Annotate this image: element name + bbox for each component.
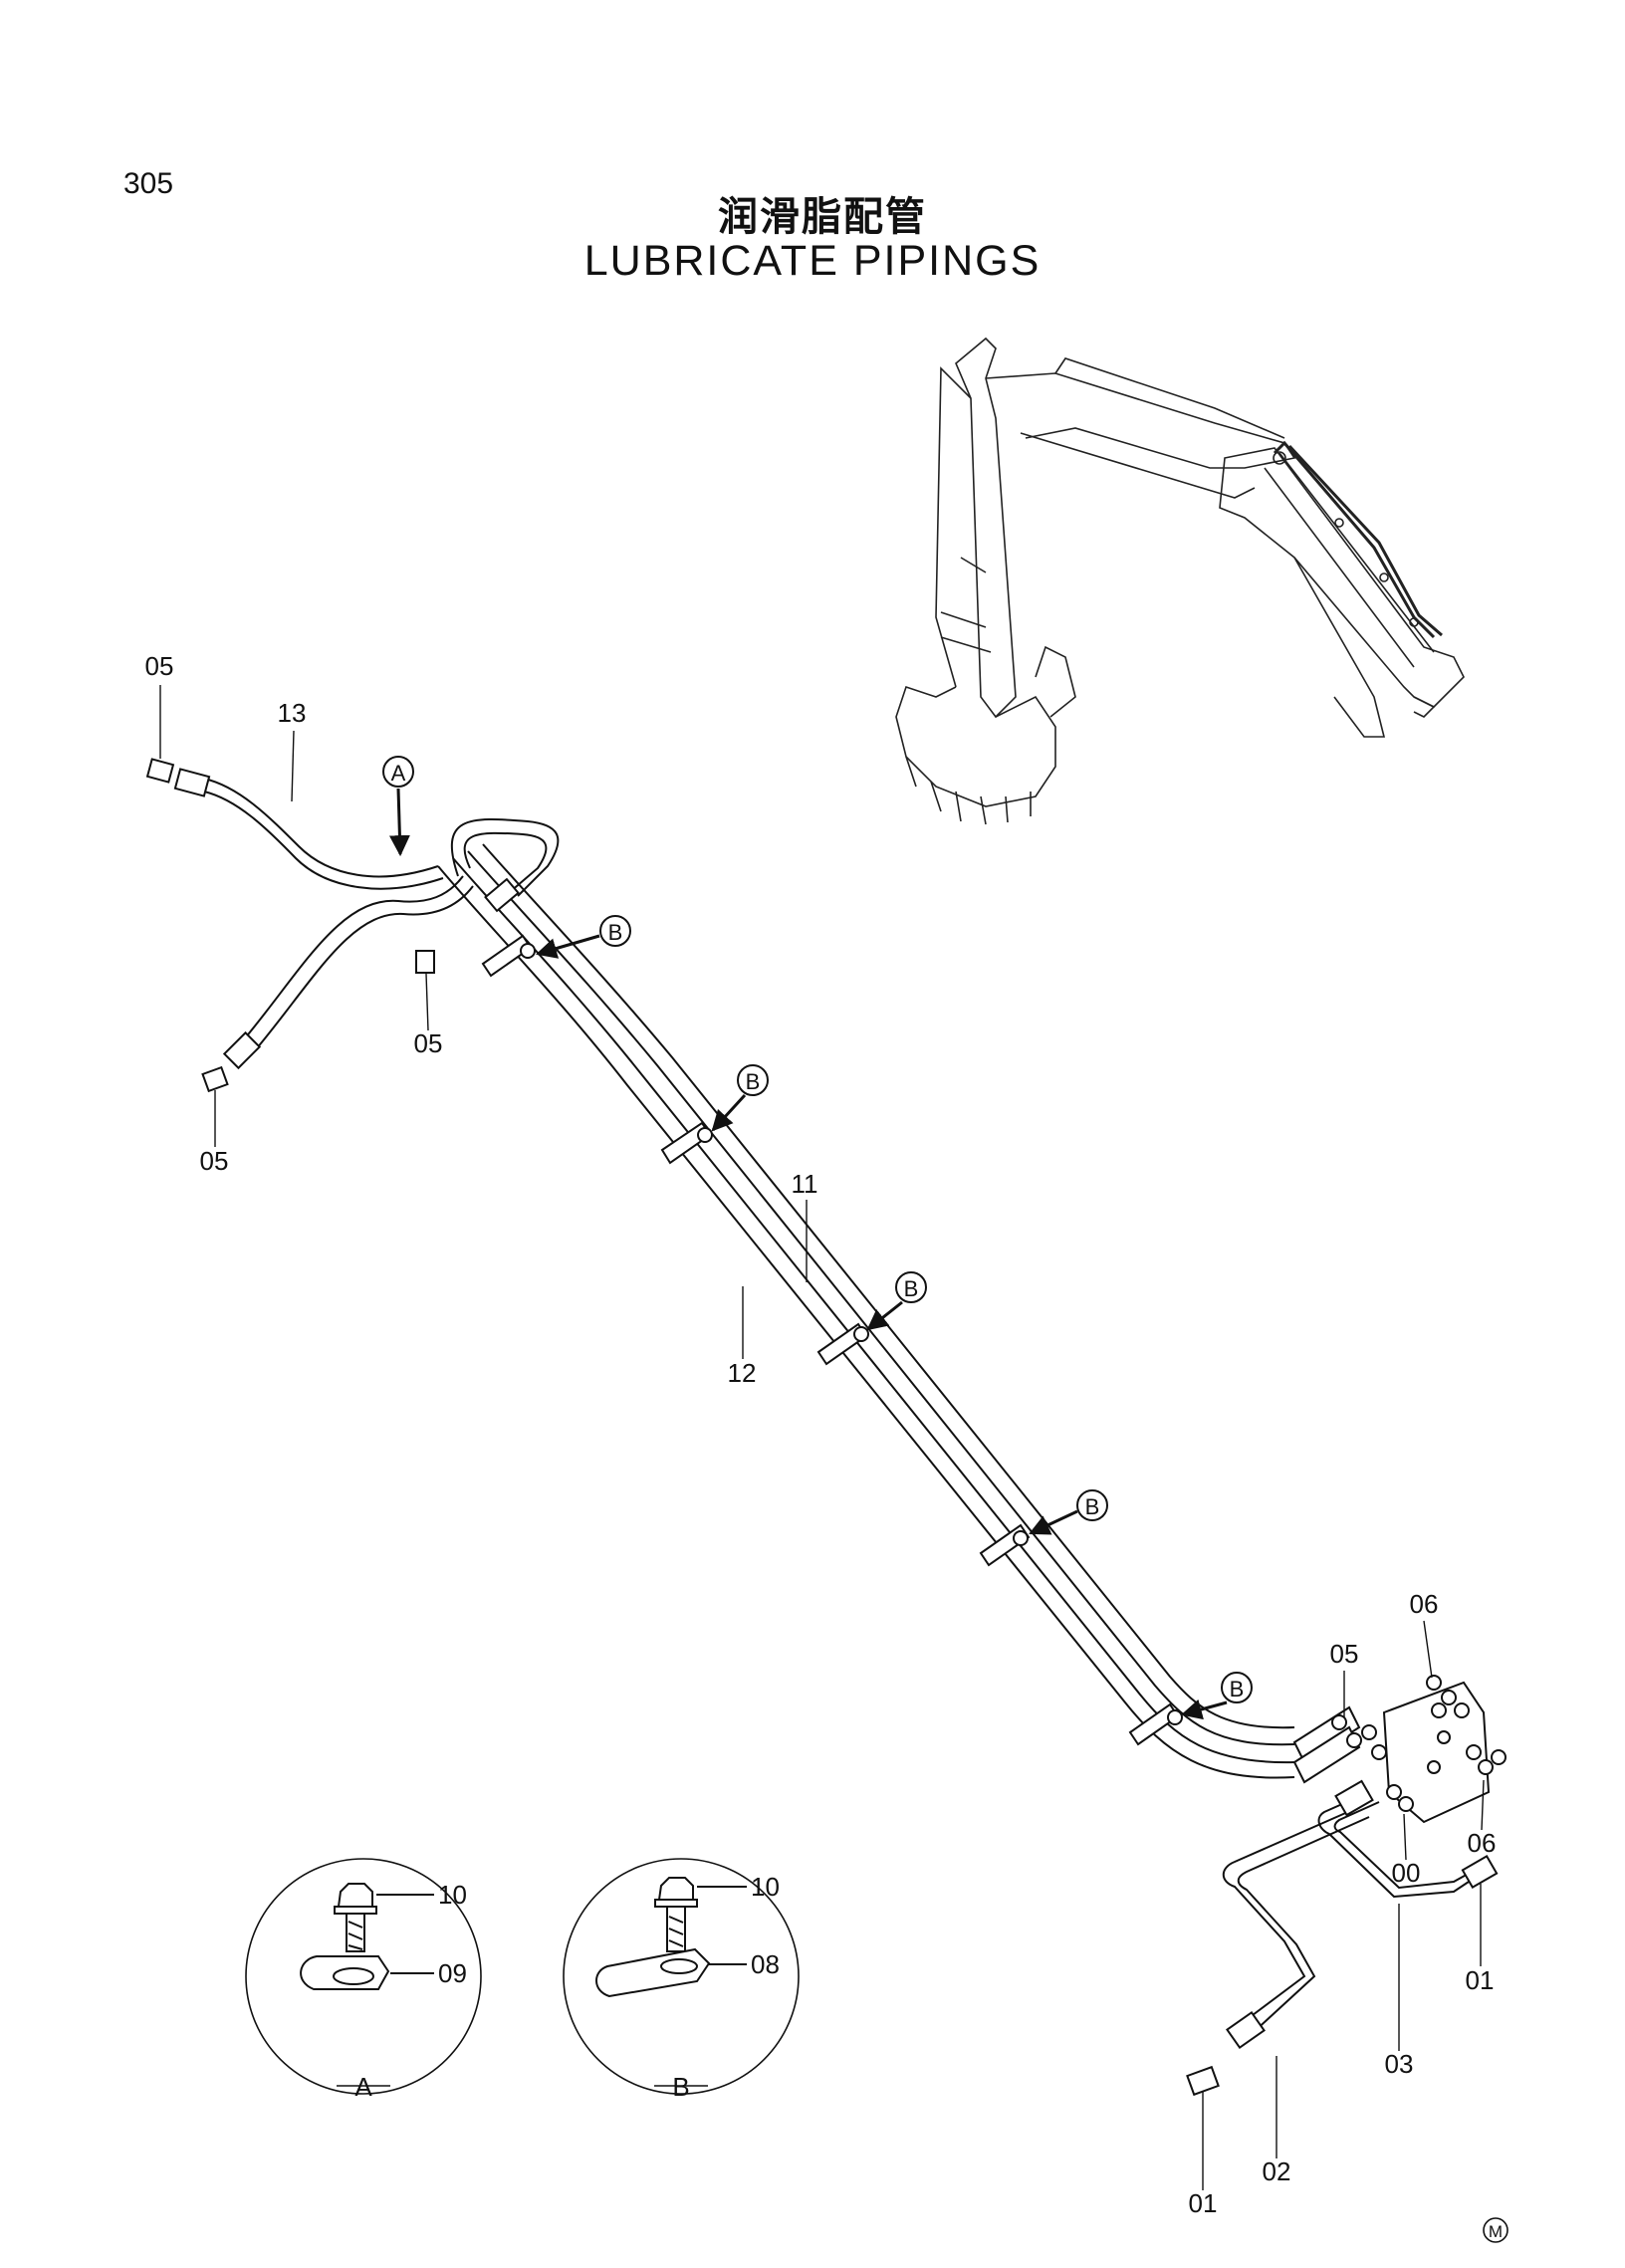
detail-view-b: 10 08 B (563, 1858, 800, 2102)
label-05-mid: 05 (414, 1028, 443, 1058)
svg-text:A: A (391, 761, 406, 786)
upper-hoses (173, 768, 560, 1070)
callout-b-2: B (711, 1064, 769, 1132)
svg-text:B: B (904, 1276, 919, 1301)
label-06-right: 06 (1468, 1828, 1497, 1858)
label-10-b: 10 (751, 1872, 780, 1902)
callout-a: A (382, 756, 414, 857)
label-03: 03 (1385, 2049, 1414, 2079)
lower-pipes (1222, 1791, 1473, 2034)
pipe-bundle (437, 843, 1295, 1779)
label-01-bottom: 01 (1189, 2188, 1218, 2218)
title-chinese: 润滑脂配管 (718, 194, 927, 240)
label-05-right: 05 (1330, 1639, 1359, 1669)
grease-fittings (145, 758, 435, 1093)
svg-text:B: B (1230, 1677, 1245, 1701)
callout-b-4: B (1029, 1489, 1108, 1535)
svg-text:B: B (1085, 1494, 1100, 1519)
callout-b-1: B (535, 915, 631, 959)
bundle-clamps (481, 934, 1183, 1746)
label-10-a: 10 (438, 1880, 467, 1910)
svg-text:B: B (746, 1069, 761, 1094)
title-english: LUBRICATE PIPINGS (583, 237, 1042, 285)
label-05-top: 05 (145, 651, 174, 681)
label-09: 09 (438, 1958, 467, 1988)
distributor-block (1292, 1675, 1507, 1824)
svg-text:B: B (608, 920, 623, 945)
detail-b-label: B (672, 2072, 689, 2102)
label-01-right: 01 (1466, 1965, 1495, 1995)
part-labels: 05 13 05 05 11 12 06 05 06 00 01 03 02 (145, 651, 1497, 2218)
label-00: 00 (1392, 1858, 1421, 1888)
svg-text:M: M (1489, 2222, 1503, 2241)
callout-b-5: B (1180, 1672, 1253, 1720)
label-13: 13 (278, 698, 307, 728)
lower-fittings (1186, 1779, 1499, 2097)
callout-markers: A B B B B (382, 756, 1253, 1720)
excavator-overview-sketch (895, 337, 1465, 825)
callout-b-3: B (866, 1271, 927, 1331)
detail-a-label: A (354, 2072, 372, 2102)
label-12: 12 (728, 1358, 757, 1388)
label-05-left: 05 (200, 1146, 229, 1176)
page-number: 305 (123, 167, 174, 200)
label-08: 08 (751, 1949, 780, 1979)
label-02: 02 (1263, 2156, 1291, 2186)
label-06-top: 06 (1410, 1589, 1439, 1619)
detail-view-a: 10 09 A (245, 1858, 482, 2102)
label-11: 11 (792, 1169, 818, 1199)
corner-mark: M (1483, 2217, 1509, 2243)
